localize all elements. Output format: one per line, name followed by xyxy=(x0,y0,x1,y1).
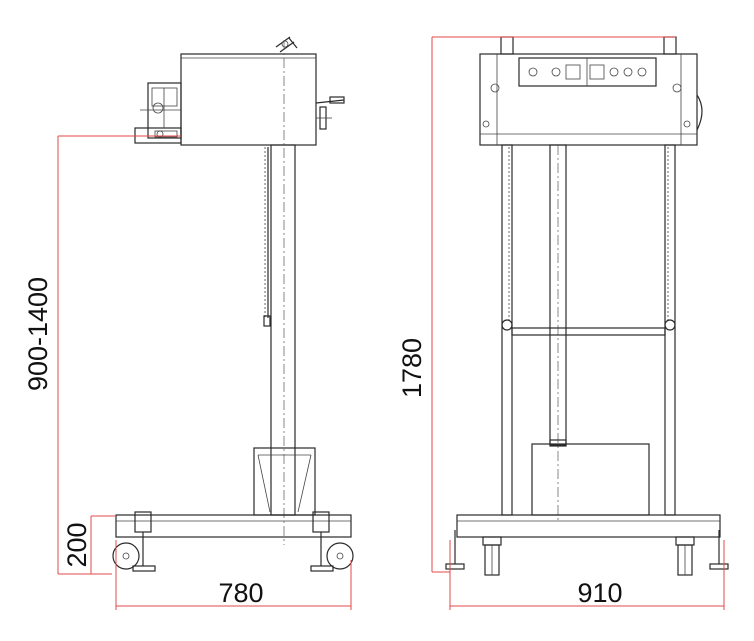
side-column xyxy=(270,144,296,516)
side-base-frame xyxy=(115,514,352,538)
front-head-box xyxy=(479,53,698,146)
side-head-box xyxy=(180,53,317,146)
front-control-panel xyxy=(518,57,657,87)
side-view: 900-1400 200 780 xyxy=(23,36,354,610)
side-rack xyxy=(263,147,271,327)
front-leveling-feet xyxy=(445,530,729,570)
front-crossbar xyxy=(511,327,666,336)
front-caster-left xyxy=(482,536,502,576)
side-top-knob xyxy=(275,36,298,53)
front-view: 1780 910 xyxy=(397,36,729,610)
side-caster-right xyxy=(310,511,354,572)
side-crank-handle xyxy=(315,96,345,130)
front-dimension-lines xyxy=(431,36,725,610)
dim-overall-height: 1780 xyxy=(397,338,427,398)
front-caster-right xyxy=(675,536,695,576)
dim-working-height: 900-1400 xyxy=(23,277,53,391)
dim-side-base-width: 780 xyxy=(218,578,263,608)
side-lower-housing xyxy=(253,447,316,516)
front-base-frame xyxy=(456,514,721,538)
dim-side-base-height: 200 xyxy=(62,522,92,567)
side-caster-left xyxy=(112,511,156,572)
front-lower-box xyxy=(531,443,650,516)
dim-front-base-width: 910 xyxy=(577,578,622,608)
side-sealing-jaw xyxy=(134,82,182,144)
side-dimension-lines xyxy=(57,135,352,610)
